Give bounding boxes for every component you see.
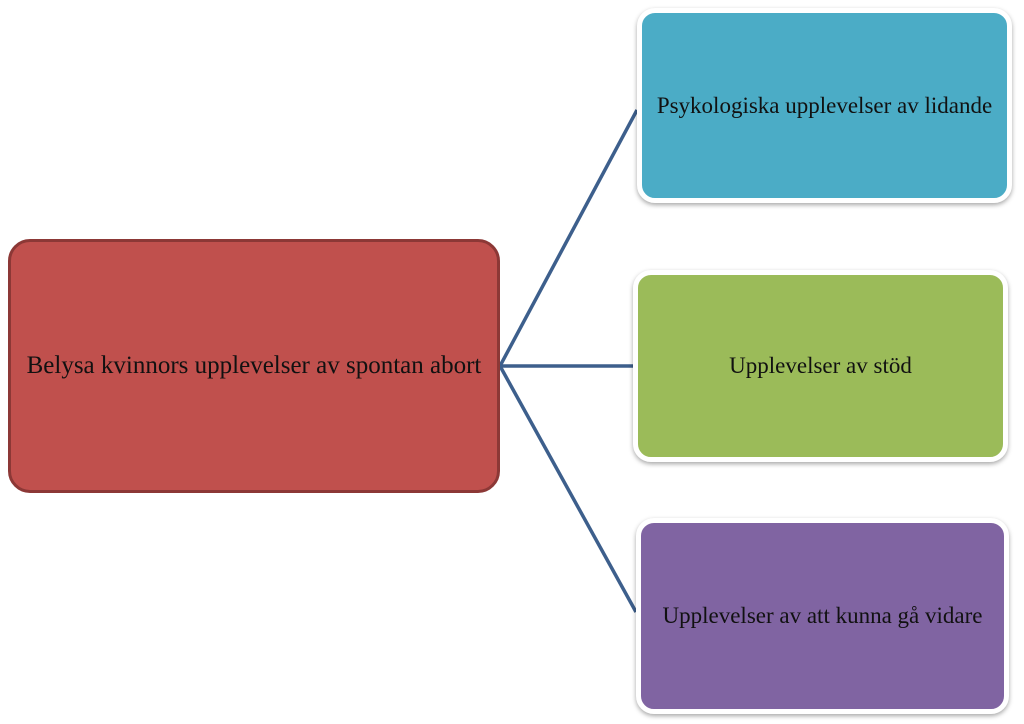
root-node-label: Belysa kvinnors upplevelser av spontan a… <box>26 352 482 380</box>
connector-line-1 <box>498 109 639 367</box>
child-node-support: Upplevelser av stöd <box>633 270 1008 462</box>
root-node: Belysa kvinnors upplevelser av spontan a… <box>8 239 500 493</box>
connector-line-3 <box>498 365 638 613</box>
child-node-moving-on: Upplevelser av att kunna gå vidare <box>636 518 1009 714</box>
child-node-label: Upplevelser av att kunna gå vidare <box>662 603 983 629</box>
child-node-psychological-suffering: Psykologiska upplevelser av lidande <box>637 8 1012 203</box>
child-node-label: Upplevelser av stöd <box>729 353 912 379</box>
child-node-label: Psykologiska upplevelser av lidande <box>656 92 993 118</box>
